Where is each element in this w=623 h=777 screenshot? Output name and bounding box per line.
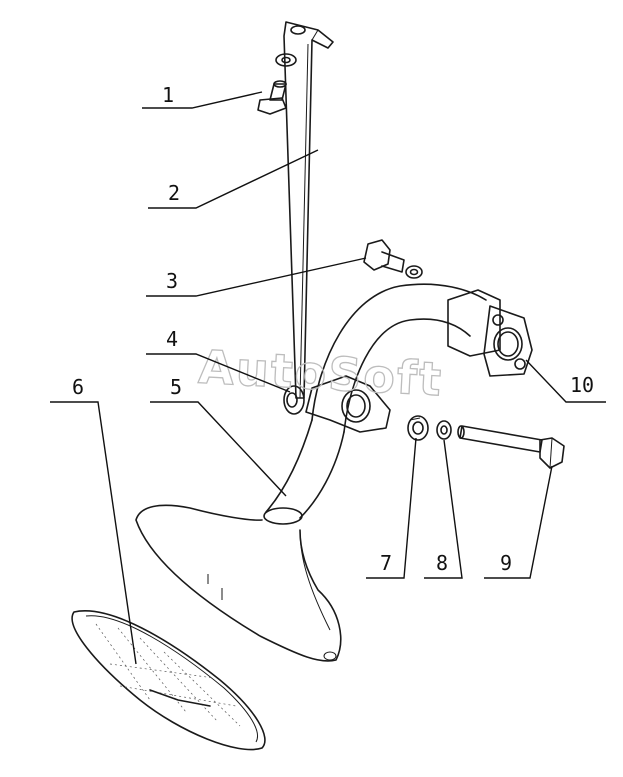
- part-2-bracket: [283, 21, 334, 415]
- leader-5: [150, 401, 287, 497]
- leader-9: [484, 465, 553, 579]
- part-4-gasket: [305, 375, 391, 433]
- leader-6: [50, 401, 137, 665]
- callout-5: 5: [170, 375, 182, 399]
- part-1-bolt: [257, 80, 287, 115]
- leader-lines: [50, 91, 606, 665]
- callout-10: 10: [570, 373, 594, 397]
- callout-3: 3: [166, 269, 178, 293]
- leader-8: [424, 439, 463, 579]
- part-3-bolt: [363, 239, 423, 279]
- part-6-screen: [71, 610, 266, 751]
- part-9-long-bolt: [457, 425, 565, 469]
- part-8-washer: [436, 420, 452, 440]
- callout-4: 4: [166, 327, 178, 351]
- callout-1: 1: [162, 83, 174, 107]
- washer-top: [275, 53, 297, 67]
- callout-7: 7: [380, 551, 392, 575]
- leader-7: [366, 437, 417, 579]
- callout-6: 6: [72, 375, 84, 399]
- watermark-text: AutoSoft: [197, 340, 444, 407]
- callout-2: 2: [168, 181, 180, 205]
- part-5-strainer-body: [135, 419, 345, 662]
- leader-1: [142, 91, 263, 109]
- callout-8: 8: [436, 551, 448, 575]
- part-7-spacer: [407, 415, 429, 441]
- leader-3: [146, 257, 367, 297]
- callout-9: 9: [500, 551, 512, 575]
- leader-4: [146, 353, 291, 393]
- callout-labels: 1 2 3 4 5 6 7 8 9 10: [72, 83, 594, 575]
- leader-10: [525, 359, 606, 403]
- leader-2: [148, 149, 319, 209]
- pickup-pipe: [311, 283, 533, 433]
